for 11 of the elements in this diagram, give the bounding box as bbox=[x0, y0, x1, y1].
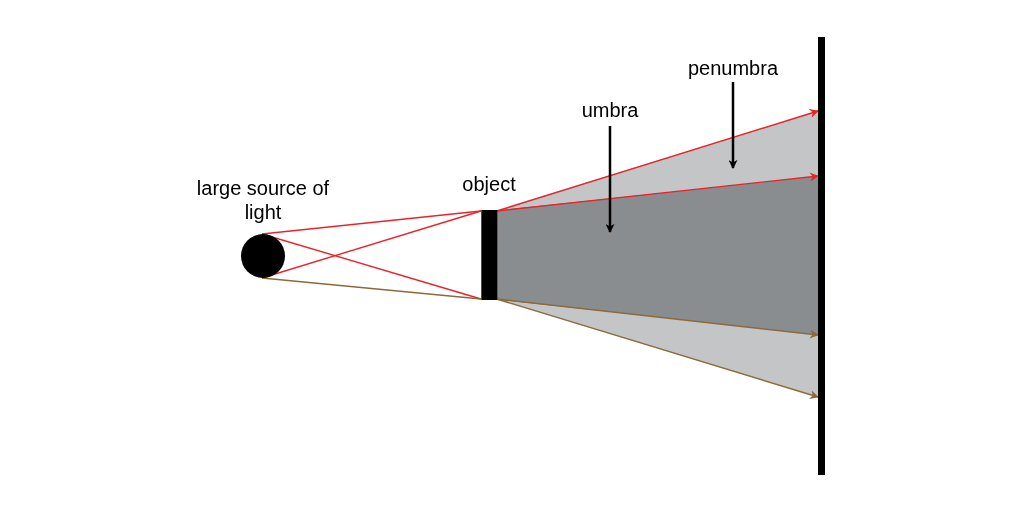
light-ray bbox=[261, 210, 482, 235]
screen-wall bbox=[818, 37, 825, 475]
leader-arrow bbox=[728, 82, 738, 169]
leader-label: umbra bbox=[581, 98, 639, 122]
light-ray bbox=[261, 277, 482, 300]
caption-text: large source of light bbox=[195, 176, 331, 224]
light-ray-arrow bbox=[496, 298, 819, 339]
caption-text: object bbox=[462, 172, 516, 196]
light-ray-arrow bbox=[496, 172, 819, 212]
leader-label: penumbra bbox=[687, 56, 779, 80]
leader-arrow bbox=[605, 126, 615, 233]
